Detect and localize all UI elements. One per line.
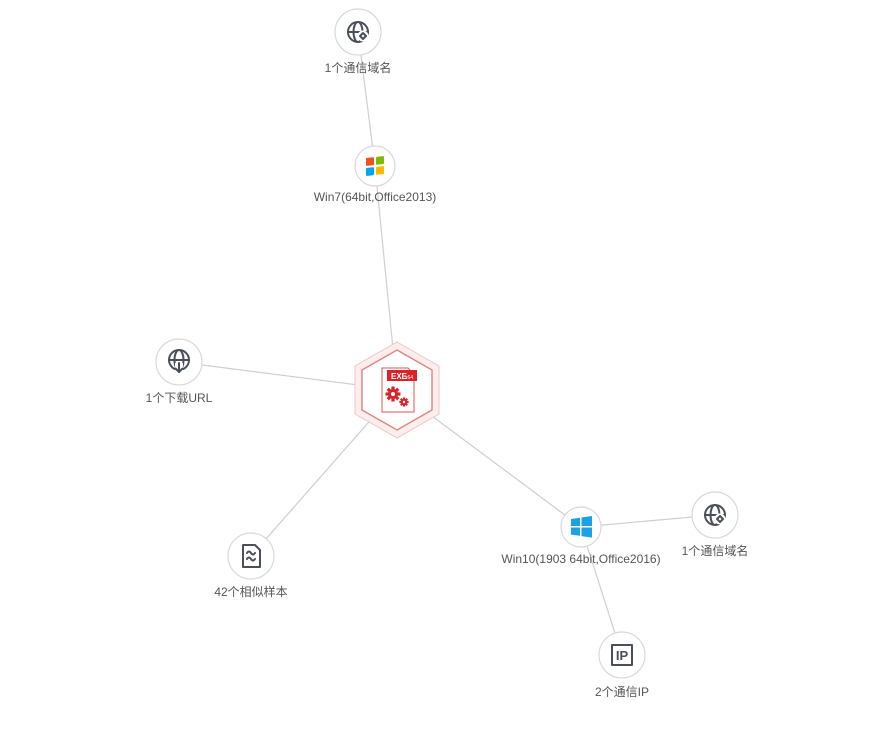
node-win10[interactable]: Win10(1903 64bit,Office2016) <box>501 506 661 566</box>
node-label: 42个相似样本 <box>214 584 287 599</box>
node-label: 1个通信域名 <box>325 60 392 75</box>
gear-icon <box>385 386 401 402</box>
node-comm-ip[interactable]: IP 2个通信IP <box>595 631 649 699</box>
node-label: 1个下载URL <box>146 391 213 405</box>
exe-badge-text: EXE <box>391 372 408 381</box>
center-node-exe[interactable]: EXE x64 <box>354 341 440 439</box>
node-similar-samples[interactable]: 42个相似样本 <box>214 532 288 599</box>
node-domain-right[interactable]: 1个通信域名 <box>682 491 749 558</box>
node-domain-top[interactable]: 1个通信域名 <box>325 8 392 75</box>
ip-icon-text: IP <box>616 648 629 663</box>
ip-icon: IP <box>611 644 633 666</box>
node-download-url[interactable]: 1个下载URL <box>146 338 213 405</box>
node-label: Win10(1903 64bit,Office2016) <box>501 552 660 566</box>
exe-badge-sub: x64 <box>405 375 413 381</box>
windows10-logo-icon <box>571 516 592 538</box>
gear-icon <box>399 397 409 407</box>
document-wave-icon <box>242 544 261 568</box>
globe-link-icon <box>704 504 726 526</box>
globe-link-icon <box>347 21 369 43</box>
node-label: 2个通信IP <box>595 685 649 699</box>
exe-file-icon: EXE x64 <box>381 367 417 413</box>
node-win7[interactable]: Win7(64bit,Office2013) <box>314 145 437 204</box>
node-label: Win7(64bit,Office2013) <box>314 190 437 204</box>
globe-download-icon <box>168 349 190 373</box>
node-label: 1个通信域名 <box>682 543 749 558</box>
windows7-logo-icon <box>366 156 384 176</box>
